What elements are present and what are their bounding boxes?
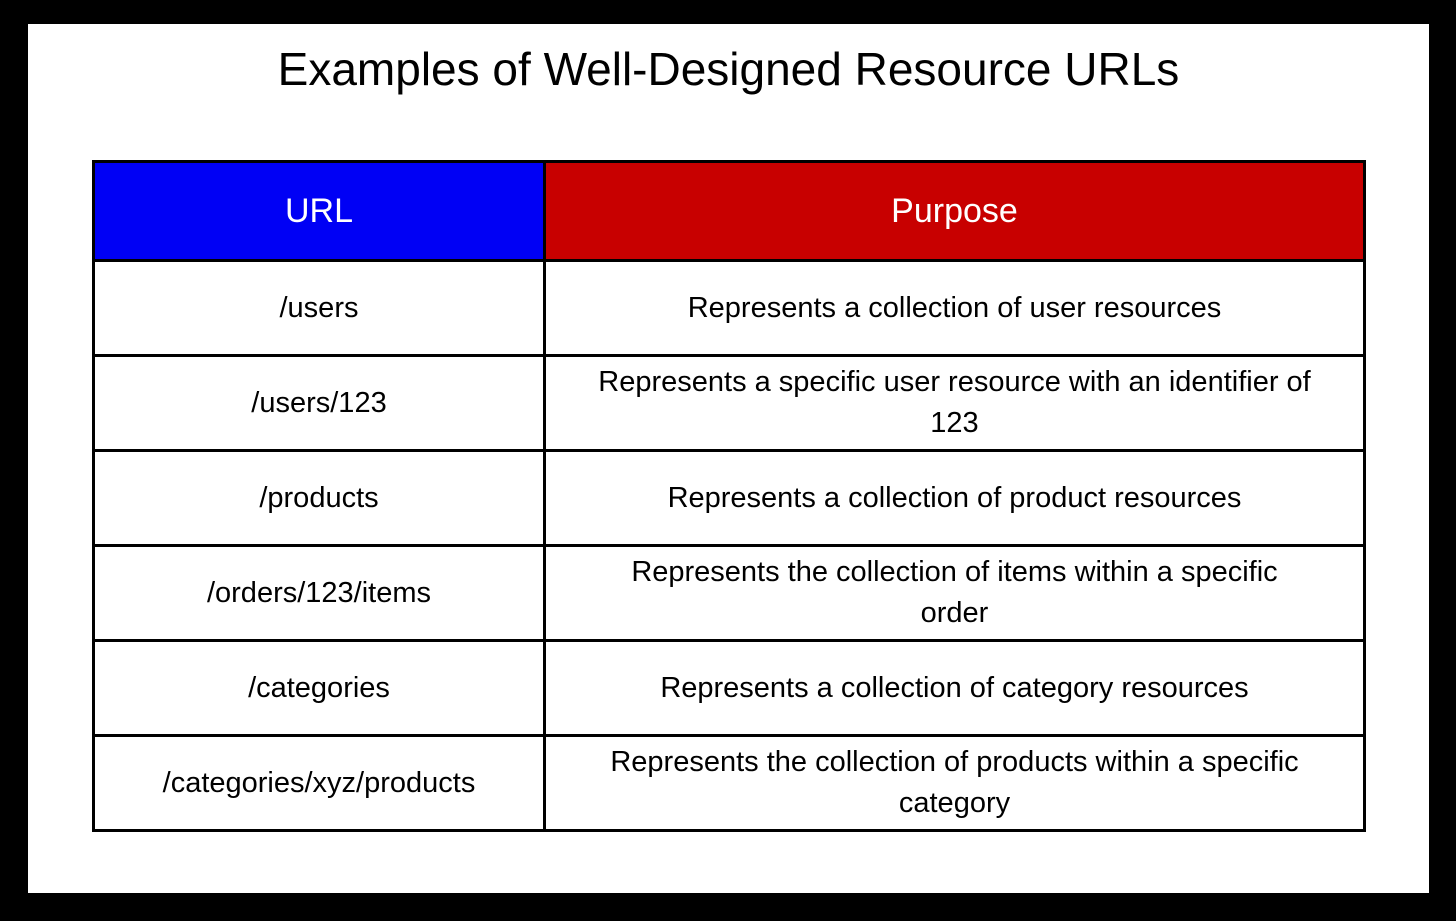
purpose-cell: Represents a specific user resource with… bbox=[543, 354, 1366, 452]
url-cell: /orders/123/items bbox=[92, 544, 546, 642]
table-row: /users Represents a collection of user r… bbox=[92, 259, 1366, 357]
table-row: /orders/123/items Represents the collect… bbox=[92, 544, 1366, 642]
purpose-cell: Represents a collection of user resource… bbox=[543, 259, 1366, 357]
purpose-cell: Represents the collection of products wi… bbox=[543, 734, 1366, 832]
url-cell: /products bbox=[92, 449, 546, 547]
column-header-purpose: Purpose bbox=[543, 160, 1366, 262]
resource-url-table: URL Purpose /users Represents a collecti… bbox=[92, 160, 1366, 832]
url-cell: /users/123 bbox=[92, 354, 546, 452]
table-row: /users/123 Represents a specific user re… bbox=[92, 354, 1366, 452]
purpose-cell: Represents the collection of items withi… bbox=[543, 544, 1366, 642]
page-title: Examples of Well-Designed Resource URLs bbox=[277, 43, 1180, 95]
purpose-cell: Represents a collection of product resou… bbox=[543, 449, 1366, 547]
url-cell: /categories/xyz/products bbox=[92, 734, 546, 832]
url-cell: /categories bbox=[92, 639, 546, 737]
table-row: /categories/xyz/products Represents the … bbox=[92, 734, 1366, 832]
table-header-row: URL Purpose bbox=[92, 160, 1366, 262]
content-panel: Examples of Well-Designed Resource URLs … bbox=[28, 24, 1429, 893]
table-row: /categories Represents a collection of c… bbox=[92, 639, 1366, 737]
column-header-url: URL bbox=[92, 160, 546, 262]
table-row: /products Represents a collection of pro… bbox=[92, 449, 1366, 547]
purpose-cell: Represents a collection of category reso… bbox=[543, 639, 1366, 737]
url-cell: /users bbox=[92, 259, 546, 357]
